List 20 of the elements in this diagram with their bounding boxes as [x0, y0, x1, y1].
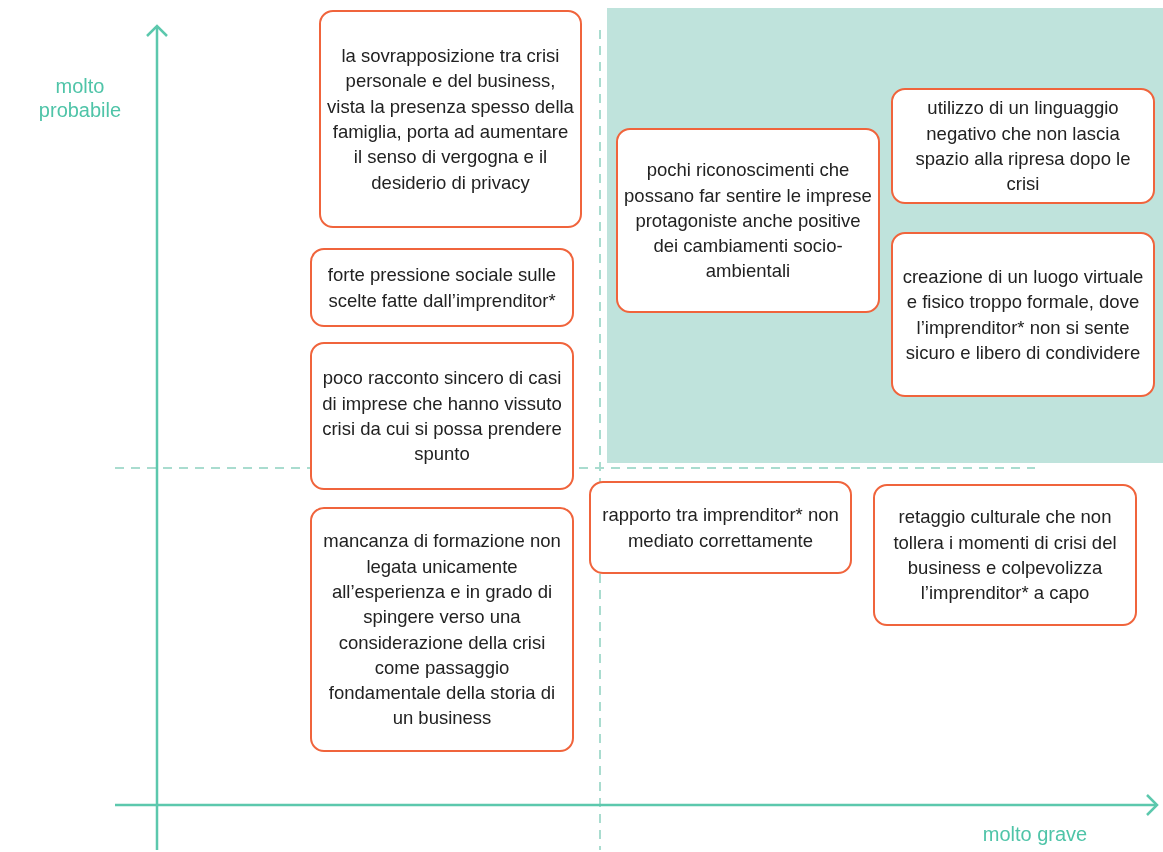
box-text: retaggio culturale che non tollera i momenti di crisi del business e colpevolizza l’imprenditor* a capo	[892, 505, 1118, 606]
axis-label: molto grave	[981, 822, 1089, 846]
text-box	[319, 10, 582, 228]
box-text: pochi riconoscimenti che possano far sentire le imprese protagoniste anche positive dei cambiamenti socio-ambientali	[624, 158, 872, 284]
box-text: la sovrapposizione tra crisi personale e del business, vista la presenza spesso della famiglia, porta ad aumentare il senso di vergogna e il desiderio di privacy	[327, 44, 574, 195]
text-box	[310, 342, 574, 490]
text-box	[616, 128, 880, 313]
text-box	[310, 507, 574, 752]
box-text: rapporto tra imprenditor* non mediato correttamente	[601, 503, 840, 553]
text-box	[310, 248, 574, 327]
text-box	[891, 88, 1155, 204]
text-box	[589, 481, 852, 574]
text-box	[891, 232, 1155, 397]
box-text: mancanza di formazione non legata unicamente all’esperienza e in grado di spingere verso una considerazione della crisi come passaggio fondamentale della storia di un business	[322, 529, 562, 731]
box-text: utilizzo di un linguaggio negativo che non lascia spazio alla ripresa dopo le crisi	[914, 96, 1132, 197]
text-box	[873, 484, 1137, 626]
box-text: poco racconto sincero di casi di imprese che hanno vissuto crisi da cui si possa prendere spunto	[321, 366, 563, 467]
box-text: creazione di un luogo virtuale e fisico troppo formale, dove l’imprenditor* non si sente sicuro e libero di condividere	[901, 264, 1145, 365]
axis-label: molto probabile	[37, 74, 123, 122]
box-text: forte pressione sociale sulle scelte fatte dall’imprenditor*	[326, 263, 558, 313]
